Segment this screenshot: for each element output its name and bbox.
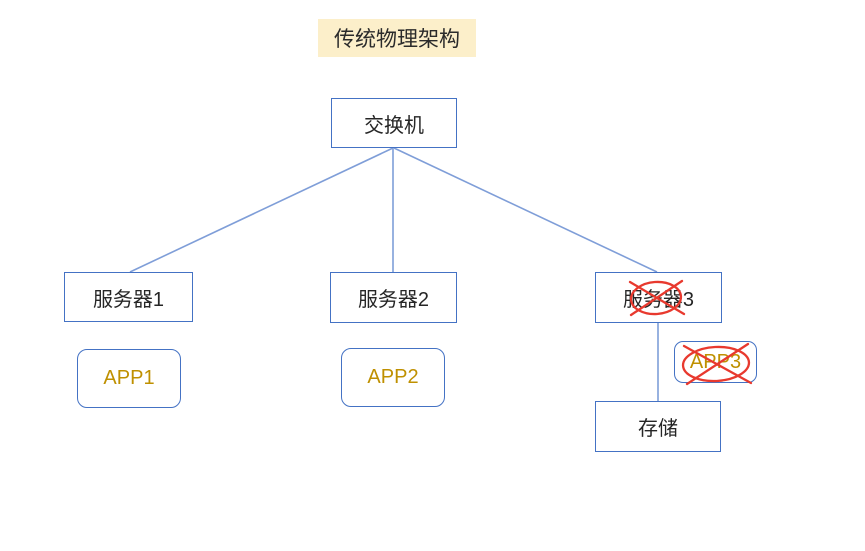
storage-label: 存储 xyxy=(638,418,678,440)
app1-label: APP1 xyxy=(103,367,155,389)
server1-label: 服务器1 xyxy=(92,288,165,311)
app2-label: APP2 xyxy=(367,366,419,388)
edge-switch-server1 xyxy=(129,147,394,273)
node-switch: 交换机 xyxy=(331,98,457,148)
edge-switch-server3 xyxy=(393,147,658,273)
server2-label: 服务器2 xyxy=(357,289,430,311)
node-server3: 服务器3 xyxy=(595,272,722,323)
node-app3: APP3 xyxy=(674,341,757,383)
node-server1: 服务器1 xyxy=(64,272,193,322)
node-storage: 存储 xyxy=(595,401,721,452)
switch-label: 交换机 xyxy=(364,114,424,137)
server3-label: 服务器3 xyxy=(622,289,695,311)
node-app2: APP2 xyxy=(341,348,445,407)
node-app1: APP1 xyxy=(77,349,181,408)
app3-label: APP3 xyxy=(689,350,742,373)
node-server2: 服务器2 xyxy=(330,272,457,323)
diagram-title: 传统物理架构 xyxy=(318,19,476,57)
diagram-title-label: 传统物理架构 xyxy=(334,28,460,51)
